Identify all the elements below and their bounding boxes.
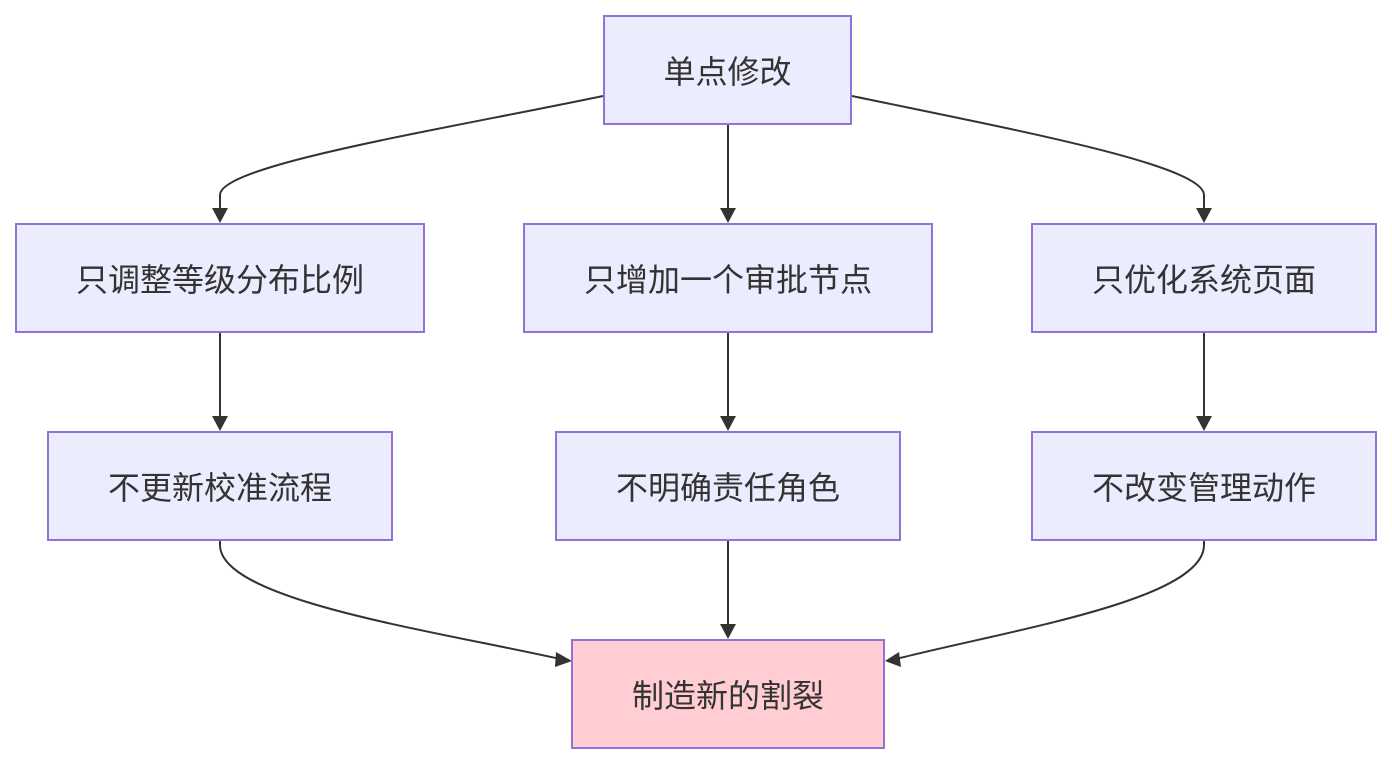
node-unclear-roles: 不明确责任角色 — [555, 431, 901, 541]
arrowhead-a1 — [212, 208, 228, 223]
arrowhead-a2 — [212, 416, 228, 431]
arrowhead-out-mid — [720, 624, 736, 639]
edge-root-to-a1 — [219, 95, 604, 210]
arrowhead-b1 — [720, 208, 736, 223]
node-label: 只优化系统页面 — [1091, 261, 1316, 299]
arrowhead-out-left — [555, 652, 572, 667]
node-adjust-grade-distribution: 只调整等级分布比例 — [15, 223, 425, 333]
arrowhead-c1 — [1196, 208, 1212, 223]
edge-root-to-c1 — [851, 95, 1205, 210]
arrowhead-b2 — [720, 416, 736, 431]
arrowhead-c2 — [1196, 416, 1212, 431]
edge-a2-to-outcome — [219, 541, 561, 660]
node-no-calibration-update: 不更新校准流程 — [47, 431, 393, 541]
node-label: 不明确责任角色 — [615, 469, 840, 507]
node-new-fragmentation: 制造新的割裂 — [571, 639, 885, 749]
node-label: 只调整等级分布比例 — [75, 261, 364, 299]
edge-c2-to-outcome — [895, 541, 1205, 660]
node-single-point-change: 单点修改 — [603, 15, 852, 125]
node-label: 不更新校准流程 — [107, 469, 332, 507]
node-label: 单点修改 — [663, 53, 792, 91]
node-label: 只增加一个审批节点 — [583, 261, 872, 299]
node-label: 制造新的割裂 — [631, 677, 824, 715]
node-no-management-change: 不改变管理动作 — [1031, 431, 1377, 541]
arrowhead-out-right — [885, 652, 901, 667]
node-optimize-system-page: 只优化系统页面 — [1031, 223, 1377, 333]
node-add-approval-step: 只增加一个审批节点 — [523, 223, 933, 333]
node-label: 不改变管理动作 — [1091, 469, 1316, 507]
